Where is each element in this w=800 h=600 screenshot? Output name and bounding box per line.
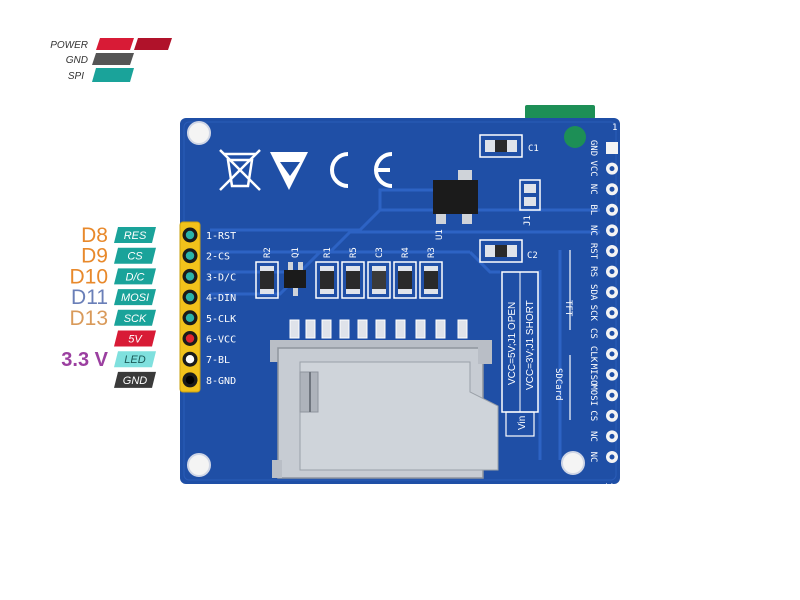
label-c1: C1 [528, 144, 539, 154]
right-pin-hole [610, 434, 615, 439]
group-tft-label: TFT [563, 300, 573, 317]
right-pin-label: CLK [588, 346, 598, 363]
label-r2: R2 [263, 247, 273, 258]
label-c3: C3 [375, 247, 385, 258]
label-c2: C2 [527, 251, 538, 261]
right-pin-label: NC [588, 184, 598, 195]
right-pin-label: MISO [588, 364, 598, 386]
label-r3: R3 [427, 247, 437, 258]
group-sdcard-label: SDCard [553, 368, 563, 401]
arduino-pin-label: D8 [81, 224, 108, 247]
right-pin-hole [610, 269, 615, 274]
transistor-q1 [284, 270, 306, 288]
left-pin-6-pad [186, 334, 194, 342]
right-pin-label: CS [588, 328, 598, 339]
legend: POWER GND SPI [50, 38, 172, 82]
label-r1: R1 [323, 247, 333, 258]
jumper-note-line1: VCC=5V;J1 OPEN [507, 302, 518, 385]
left-pin-label: 7-BL [206, 355, 230, 366]
pin-function-tag-label: MOSI [121, 292, 149, 304]
arduino-pin-label: D9 [81, 245, 108, 268]
legend-power-swatch-2 [134, 38, 172, 50]
right-pin-hole [610, 372, 615, 377]
left-pin-label: 5-CLK [206, 314, 236, 325]
right-pin-hole [610, 393, 615, 398]
jumper-note-vin: Vin [517, 416, 528, 430]
left-pin-label: 8-GND [206, 376, 236, 387]
left-pin-label: 6-VCC [206, 335, 236, 346]
right-pin-hole [610, 310, 615, 315]
arduino-pin-label: D11 [71, 286, 108, 309]
right-pin-hole [610, 413, 615, 418]
jumper-note-line2: VCC=3V;J1 SHORT [525, 300, 536, 390]
pin-function-tag-label: D/C [126, 271, 145, 283]
label-r4: R4 [401, 247, 411, 258]
pin-function-tag-label: CS [127, 251, 143, 263]
right-pin-label: NC [588, 431, 598, 442]
right-pin-hole [610, 207, 615, 212]
right-pin-hole [610, 228, 615, 233]
arduino-pin-label: D13 [69, 307, 108, 330]
legend-power-swatch-1 [96, 38, 134, 50]
pin-function-tag-label: GND [123, 375, 148, 387]
label-q1: Q1 [291, 247, 301, 258]
sd-card-slot [270, 340, 498, 478]
mount-hole-top-right [564, 126, 586, 148]
legend-gnd-label: GND [66, 55, 88, 66]
right-pin-label: VCC [588, 160, 598, 176]
pin-function-tag-label: RES [124, 230, 147, 242]
left-pin-5-pad [186, 314, 194, 322]
left-pin-1-pad [186, 231, 194, 239]
right-pin-label: RS [588, 266, 598, 277]
arduino-pin-label: 3.3 V [61, 349, 108, 371]
right-pin-1-pad [606, 142, 618, 154]
left-pin-7-pad [186, 355, 194, 363]
left-pin-8-pad [186, 376, 194, 384]
right-pin-hole [610, 352, 615, 357]
label-j1: J1 [523, 215, 533, 226]
right-pin-hole [610, 455, 615, 460]
left-pin-label: 4-DIN [206, 293, 236, 304]
mount-hole-bottom-right [562, 452, 584, 474]
pin-function-tag-label: LED [124, 354, 145, 366]
label-u1: U1 [435, 229, 445, 240]
right-pin-last-label: 16 [603, 482, 613, 493]
left-pin-4-pad [186, 293, 194, 301]
mount-hole-top-left [188, 122, 210, 144]
right-pin-first-label: 1 [612, 123, 617, 133]
pin-function-tag-label: 5V [128, 334, 143, 346]
right-pin-label: BL [588, 204, 598, 215]
right-pin-label: MOSI [588, 384, 598, 406]
left-pin-label: 2-CS [206, 252, 230, 263]
label-r5: R5 [349, 247, 359, 258]
left-pin-2-pad [186, 252, 194, 260]
right-pin-label: CS [588, 410, 598, 421]
right-pin-label: GND [588, 140, 598, 156]
legend-power-label: POWER [50, 40, 88, 51]
right-pin-hole [610, 290, 615, 295]
left-pin-label: 3-D/C [206, 272, 236, 283]
right-pin-hole [610, 249, 615, 254]
arduino-pin-label: D10 [69, 265, 108, 288]
flex-tab [525, 105, 595, 119]
right-pin-label: NC [588, 225, 598, 236]
right-pin-label: SCK [588, 305, 598, 322]
pin-function-tag-label: SCK [124, 313, 147, 325]
right-pin-label: NC [588, 452, 598, 463]
mount-hole-bottom-left [188, 454, 210, 476]
legend-spi-swatch [92, 68, 134, 82]
right-pin-hole [610, 166, 615, 171]
right-pin-label: SDA [588, 284, 598, 301]
legend-spi-label: SPI [68, 71, 84, 82]
legend-gnd-swatch [92, 53, 134, 65]
left-pin-label: 1-RST [206, 231, 236, 242]
right-pin-hole [610, 187, 615, 192]
right-pin-hole [610, 331, 615, 336]
right-pin-label: RST [588, 243, 598, 260]
left-pin-3-pad [186, 272, 194, 280]
